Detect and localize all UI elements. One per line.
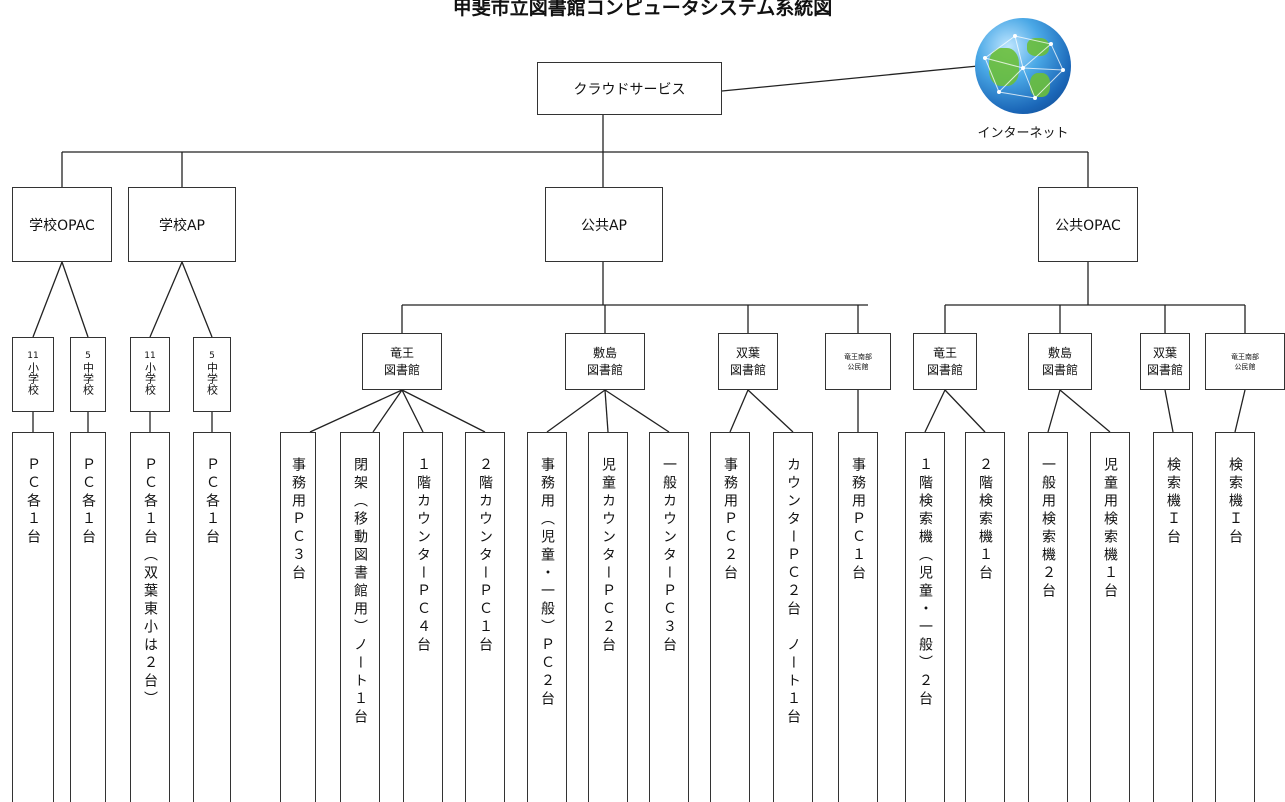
device-leaf: カウンターＰＣ２台 ノート１台	[773, 432, 813, 802]
school-type: 中学校	[205, 362, 219, 395]
school-type: 中学校	[81, 362, 95, 395]
device-leaf: 事務用ＰＣ２台	[710, 432, 750, 802]
school-count: 11	[27, 351, 39, 361]
school-type: 小学校	[143, 362, 157, 395]
device-leaf: 事務用ＰＣ１台	[838, 432, 878, 802]
library-name: 双葉図書館	[1146, 345, 1183, 377]
internet-label: インターネット	[977, 126, 1069, 141]
ryuo-library-ap-node: 竜王図書館	[362, 333, 442, 390]
device-leaf: ２階カウンターＰＣ１台	[465, 432, 505, 802]
shikishima-library-ap-node: 敷島図書館	[565, 333, 645, 390]
device-leaf: 児童カウンターＰＣ２台	[588, 432, 628, 802]
school-ap-node: 学校AP	[128, 187, 236, 262]
device-leaf: ２階検索機１台	[965, 432, 1005, 802]
school-count: 11	[144, 351, 156, 361]
ryuo-library-opac-node: 竜王図書館	[913, 333, 977, 390]
device-leaf: ＰＣ各１台	[12, 432, 54, 802]
library-name: 竜王南部公民館	[844, 352, 872, 371]
ryuo-south-hall-opac-node: 竜王南部公民館	[1205, 333, 1285, 390]
library-name: 敷島図書館	[1041, 345, 1078, 377]
device-leaf: １階検索機（児童・一般）２台	[905, 432, 945, 802]
public-opac-node: 公共OPAC	[1038, 187, 1138, 262]
device-leaf: ＰＣ各１台	[193, 432, 231, 802]
school-node: 5 中学校	[70, 337, 106, 412]
diagram-title: 甲斐市立図書館コンピュータシステム系統図	[452, 0, 833, 19]
library-name: 竜王南部公民館	[1231, 352, 1259, 371]
school-count: 5	[85, 351, 91, 361]
cloud-service-node: クラウドサービス	[537, 62, 722, 115]
device-leaf: 一般カウンターＰＣ３台	[649, 432, 689, 802]
device-leaf: 事務用（児童・一般）ＰＣ２台	[527, 432, 567, 802]
device-leaf: １階カウンターＰＣ４台	[403, 432, 443, 802]
library-name: 竜王図書館	[383, 345, 420, 377]
device-leaf: ＰＣ各１台	[70, 432, 106, 802]
device-leaf: 閉架（移動図書館用）ノート１台	[340, 432, 380, 802]
public-ap-node: 公共AP	[545, 187, 663, 262]
device-leaf: 児童用検索機１台	[1090, 432, 1130, 802]
library-name: 双葉図書館	[729, 345, 766, 377]
device-leaf: 一般用検索機２台	[1028, 432, 1068, 802]
school-count: 5	[209, 351, 215, 361]
ryuo-south-hall-ap-node: 竜王南部公民館	[825, 333, 891, 390]
shikishima-library-opac-node: 敷島図書館	[1028, 333, 1092, 390]
school-node: 5 中学校	[193, 337, 231, 412]
device-leaf: 検索機Ｉ台	[1215, 432, 1255, 802]
futaba-library-opac-node: 双葉図書館	[1140, 333, 1190, 390]
device-leaf: 検索機Ｉ台	[1153, 432, 1193, 802]
globe-icon	[975, 18, 1071, 114]
device-leaf: 事務用ＰＣ３台	[280, 432, 316, 802]
school-node: 11 小学校	[130, 337, 170, 412]
school-opac-node: 学校OPAC	[12, 187, 112, 262]
school-type: 小学校	[26, 362, 40, 395]
device-leaf: ＰＣ各１台（双葉東小は２台）	[130, 432, 170, 802]
futaba-library-ap-node: 双葉図書館	[718, 333, 778, 390]
library-name: 竜王図書館	[926, 345, 963, 377]
library-name: 敷島図書館	[586, 345, 623, 377]
school-node: 11 小学校	[12, 337, 54, 412]
